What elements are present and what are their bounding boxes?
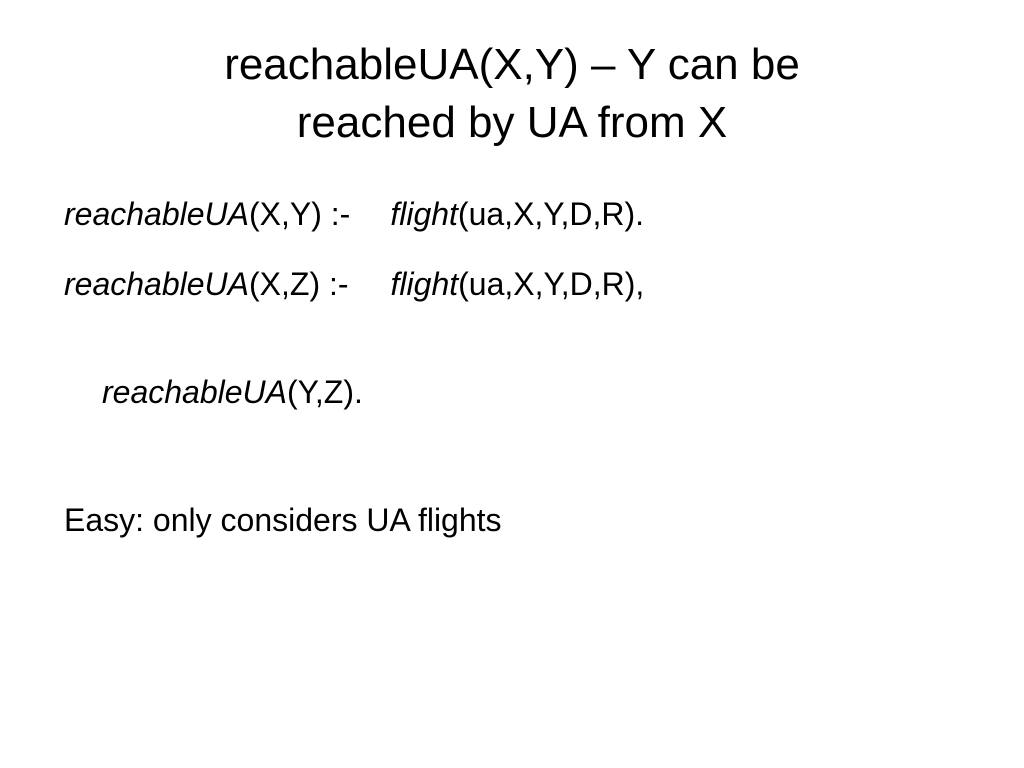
title-line-1: reachableUA(X,Y) – Y can be <box>224 40 800 89</box>
rule-1-head-predicate: reachableUA <box>64 196 249 232</box>
rule-2-head-predicate: reachableUA <box>64 266 249 302</box>
rule-1: reachableUA(X,Y) :- flight(ua,X,Y,D,R). <box>64 194 644 234</box>
rule-1-head-args: (X,Y) :- <box>249 196 351 232</box>
rule-2-continuation: reachableUA(Y,Z). <box>102 372 363 412</box>
rule-2-body-args: (ua,X,Y,D,R), <box>458 266 645 302</box>
note-text: Easy: only considers UA flights <box>64 502 502 538</box>
rule-2-head-args: (X,Z) :- <box>249 266 349 302</box>
rule-2-body-predicate: flight <box>390 266 459 302</box>
rule-2: reachableUA(X,Z) :- flight(ua,X,Y,D,R), <box>64 264 644 304</box>
title-line-2: reached by UA from X <box>296 98 728 147</box>
rule-1-body-predicate: flight <box>390 196 458 232</box>
rule-2-recursive-predicate: reachableUA <box>102 374 287 410</box>
rule-2-recursive-args: (Y,Z). <box>287 374 363 410</box>
slide-title: reachableUA(X,Y) – Y can be reached by U… <box>0 36 1024 152</box>
rule-1-body-args: (ua,X,Y,D,R). <box>457 196 645 232</box>
